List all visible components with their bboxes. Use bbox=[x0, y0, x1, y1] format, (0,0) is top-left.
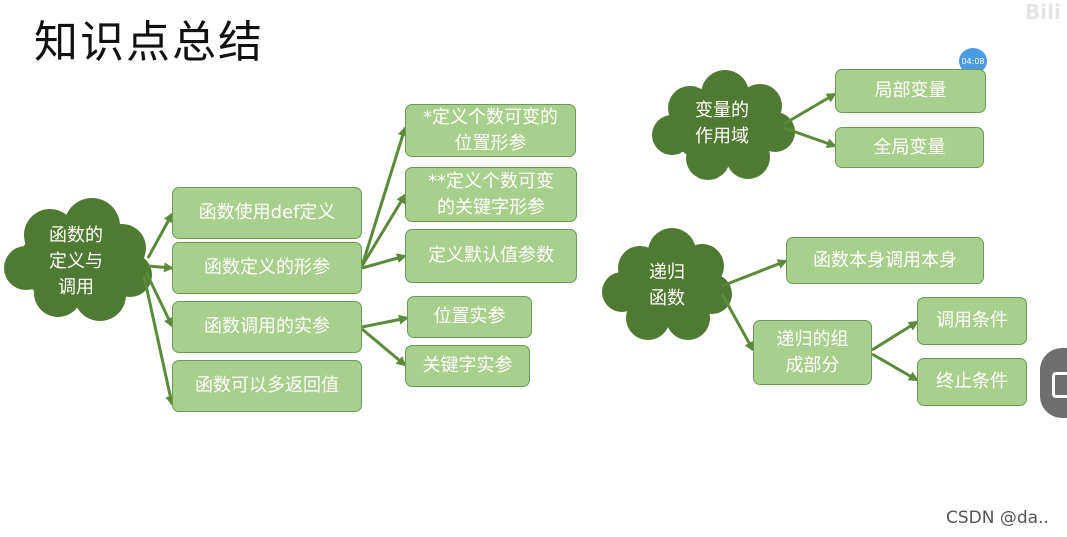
node-multi-return: 函数可以多返回值 bbox=[172, 360, 362, 412]
node-call-condition: 调用条件 bbox=[917, 297, 1027, 345]
root-scope-label: 变量的 作用域 bbox=[695, 100, 749, 147]
arrows-section3 bbox=[720, 259, 919, 382]
node-keyword-arg: 关键字实参 bbox=[405, 345, 530, 387]
bilibili-logo-icon: Bili bbox=[1025, 0, 1061, 24]
node-local-var: 局部变量 bbox=[835, 69, 986, 113]
node-stop-condition: 终止条件 bbox=[917, 358, 1027, 406]
side-tool-button[interactable] bbox=[1040, 348, 1067, 418]
root-recursion-label: 递归 函数 bbox=[649, 262, 685, 309]
arrows-section2 bbox=[783, 92, 837, 149]
node-global-var: 全局变量 bbox=[835, 127, 984, 168]
node-var-keyword: **定义个数可变 的关键字形参 bbox=[405, 167, 577, 222]
cloud-functions bbox=[4, 198, 152, 321]
watermark: CSDN @da.. bbox=[946, 508, 1049, 528]
node-recursion-parts: 递归的组 成部分 bbox=[753, 320, 872, 385]
node-var-positional: *定义个数可变的 位置形参 bbox=[405, 104, 576, 157]
page-title: 知识点总结 bbox=[34, 17, 264, 68]
node-default-params: 定义默认值参数 bbox=[405, 229, 577, 283]
node-self-call: 函数本身调用本身 bbox=[786, 237, 984, 284]
arrows-section1 bbox=[142, 126, 409, 406]
node-def: 函数使用def定义 bbox=[172, 187, 362, 239]
node-positional-arg: 位置实参 bbox=[407, 296, 532, 338]
node-actual-params: 函数调用的实参 bbox=[172, 301, 362, 353]
root-functions-label: 函数的 定义与 调用 bbox=[49, 225, 103, 298]
node-formal-params: 函数定义的形参 bbox=[172, 242, 362, 294]
cloud-recursion bbox=[602, 228, 732, 340]
cloud-scope bbox=[652, 70, 795, 180]
